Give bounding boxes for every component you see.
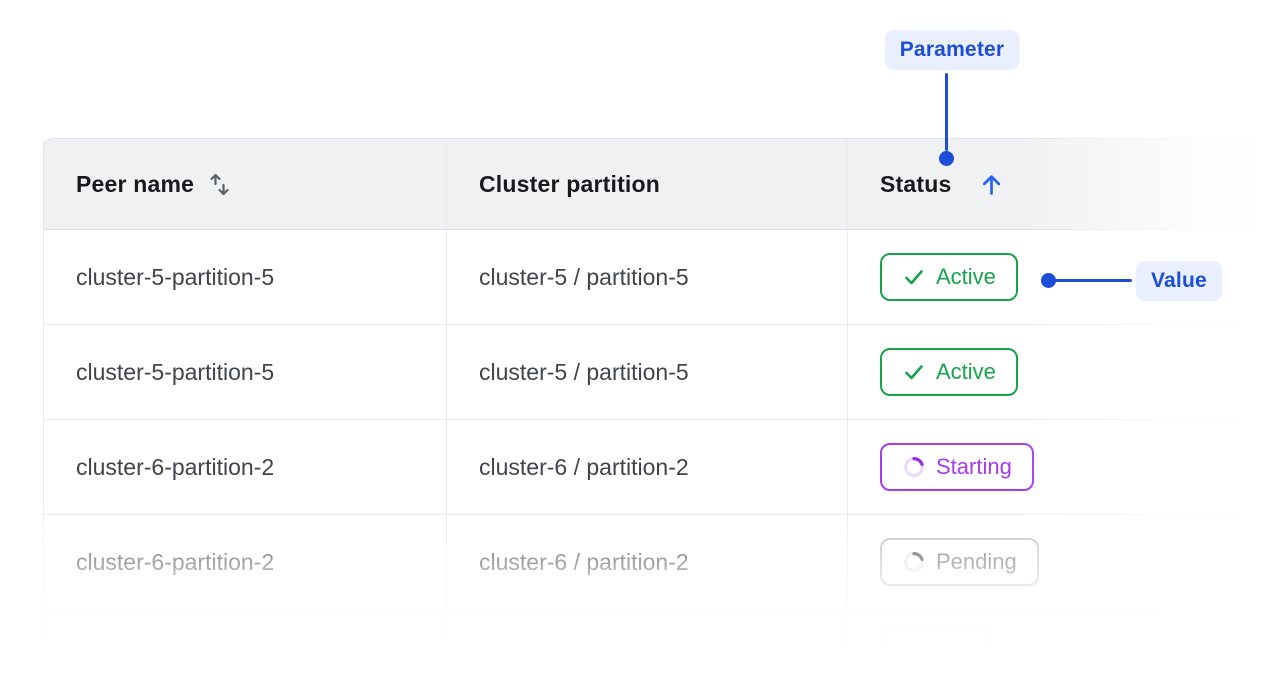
column-header-cluster-partition[interactable]: Cluster partition xyxy=(447,139,848,229)
value-connector-dot xyxy=(1041,273,1056,288)
column-label: Status xyxy=(880,170,952,197)
check-icon xyxy=(902,360,926,384)
peer-name-cell: cluster-6-partition-2 xyxy=(44,420,447,514)
column-label: Peer name xyxy=(76,170,195,197)
status-badge: Starting xyxy=(880,443,1034,491)
status-cell: Starting xyxy=(848,420,1272,514)
status-cell: Active xyxy=(848,230,1272,324)
peer-name-cell: cluster-5-partition-5 xyxy=(44,325,447,419)
status-badge: Active xyxy=(880,253,1018,301)
status-label: Starting xyxy=(936,454,1012,479)
cluster-partition-cell: cluster-5 / partition-5 xyxy=(447,230,848,324)
status-label: Active xyxy=(936,264,996,289)
column-label: Cluster partition xyxy=(479,170,661,197)
status-cell: Active xyxy=(848,325,1272,419)
parameter-connector-line xyxy=(945,73,948,151)
value-annotation: Value xyxy=(1136,261,1222,301)
value-annotation-label: Value xyxy=(1136,261,1222,301)
value-connector-line xyxy=(1052,279,1132,282)
arrow-up-icon[interactable] xyxy=(978,171,1005,198)
parameter-annotation: Parameter xyxy=(884,30,1020,70)
column-header-status[interactable]: Status xyxy=(848,139,1272,229)
peer-name-cell: cluster-5-partition-5 xyxy=(44,230,447,324)
status-badge: Active xyxy=(880,348,1018,396)
table-bottom-fade xyxy=(0,500,1272,688)
sort-updown-icon[interactable] xyxy=(208,171,231,198)
cluster-partition-cell: cluster-6 / partition-2 xyxy=(447,420,848,514)
column-header-peer-name[interactable]: Peer name xyxy=(44,139,447,229)
parameter-connector-dot xyxy=(939,151,954,166)
check-icon xyxy=(902,265,926,289)
status-label: Active xyxy=(936,359,996,384)
spinner-icon xyxy=(902,455,926,479)
cluster-partition-cell: cluster-5 / partition-5 xyxy=(447,325,848,419)
parameter-annotation-label: Parameter xyxy=(884,30,1020,70)
